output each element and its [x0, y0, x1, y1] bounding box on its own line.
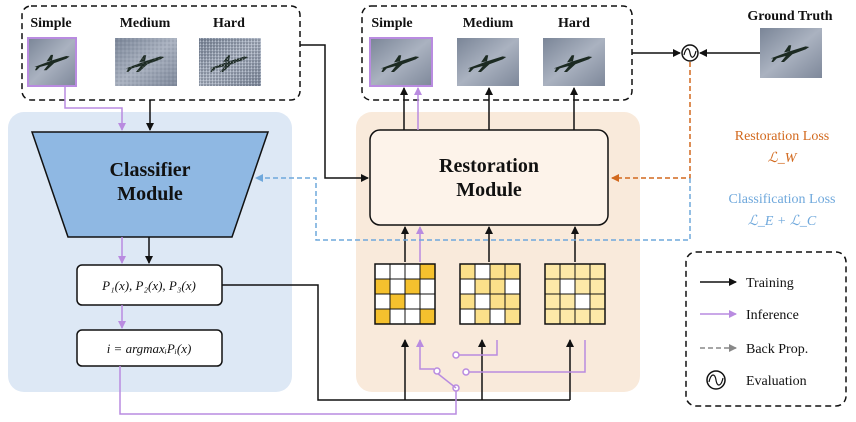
classifier-title-line1: Classifier [109, 159, 190, 181]
line-prob-to-grids [222, 284, 482, 401]
arrow-input-to-restoration [300, 44, 369, 182]
restoration-title-line1: Restoration [439, 155, 539, 177]
input-label-medium: Medium [120, 16, 171, 31]
legend-training-label: Training [746, 276, 794, 291]
restoration-loss-formula: ℒ_W [768, 151, 798, 166]
input-images-group [21, 5, 301, 101]
arrow-simple-to-classifier [64, 86, 126, 131]
evaluation-node [681, 44, 699, 62]
input-label-hard: Hard [213, 16, 245, 31]
input-image-hard [199, 38, 261, 86]
legend-inference-label: Inference [746, 308, 799, 323]
parameter-grids [374, 263, 606, 325]
legend-evaluation-icon [706, 370, 726, 390]
line-switch-to-grid3 [469, 340, 586, 373]
line-argmax-to-switch [119, 366, 457, 415]
argmax-box [76, 329, 223, 367]
legend-box [685, 251, 847, 407]
input-image-medium [115, 38, 177, 86]
inference-switch [433, 351, 470, 392]
arrow-classification-loss [255, 174, 691, 241]
output-image-medium [457, 38, 519, 86]
restoration-module [369, 129, 609, 226]
legend-evaluation-label: Evaluation [746, 374, 807, 389]
line-switch-to-grid2 [459, 340, 498, 356]
classification-loss-title: Classification Loss [729, 192, 836, 207]
ground-truth-image [760, 28, 822, 78]
ground-truth-label: Ground Truth [747, 9, 832, 24]
output-label-hard: Hard [558, 16, 590, 31]
legend-backprop-label: Back Prop. [746, 342, 808, 357]
output-label-medium: Medium [463, 16, 514, 31]
classifier-module [30, 131, 270, 238]
argmax-text: i = argmaxᵢPᵢ(x) [107, 341, 192, 356]
parameter-grid-2 [459, 263, 521, 325]
probability-text: P₁(x), P₂(x), P₃(x) [101, 278, 196, 293]
restoration-title-line2: Module [456, 179, 522, 201]
arrow-switch-to-grid1 [416, 339, 434, 370]
output-label-simple: Simple [371, 16, 412, 31]
input-label-simple: Simple [30, 16, 71, 31]
restoration-loss-title: Restoration Loss [735, 129, 830, 144]
classifier-title-line2: Module [117, 183, 183, 205]
parameter-grid-1 [374, 263, 436, 325]
parameter-grid-3 [544, 263, 606, 325]
input-image-simple [27, 37, 77, 87]
output-image-hard [543, 38, 605, 86]
classification-loss-formula: ℒ_E + ℒ_C [748, 214, 817, 229]
output-image-simple [369, 37, 433, 87]
